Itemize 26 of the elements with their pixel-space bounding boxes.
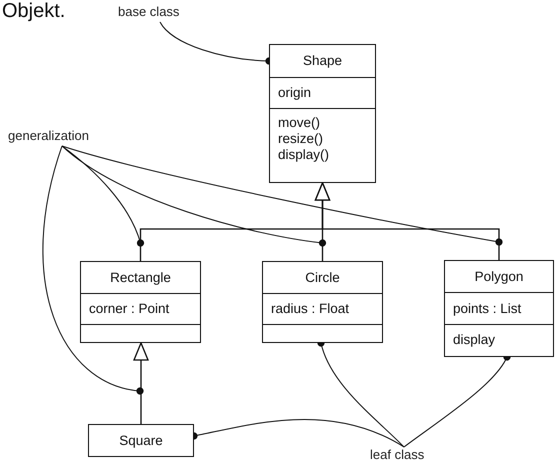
- operation-text: display: [453, 332, 496, 348]
- annotation-text: base class: [118, 4, 180, 20]
- class-box: [88, 424, 194, 457]
- leader-line: [62, 146, 144, 247]
- heading-fragment: Objekt.: [2, 0, 66, 23]
- class-name: Rectangle: [110, 270, 171, 286]
- class-name: Polygon: [474, 268, 524, 285]
- class-box: [80, 261, 201, 343]
- class-box: [444, 260, 554, 357]
- attribute-text: radius : Float: [271, 301, 350, 318]
- attribute-text: corner : Point: [89, 301, 170, 318]
- attribute-text: origin: [278, 84, 312, 101]
- class-name: Square: [119, 432, 163, 448]
- class-box: [269, 44, 376, 183]
- operation-text: move() resize() display(): [278, 115, 330, 164]
- generalization-arrow: [314, 182, 500, 260]
- annotation-text: generalization: [8, 128, 89, 144]
- leader-line: [42, 146, 144, 395]
- annotation-text: leaf class: [370, 447, 424, 463]
- class-box: [262, 261, 383, 343]
- attribute-text: points : List: [453, 300, 522, 316]
- leader-line: [62, 146, 503, 246]
- generalization-arrow: [133, 342, 149, 424]
- leader-line: [62, 146, 326, 247]
- class-name: Shape: [302, 52, 342, 69]
- class-name: Circle: [305, 270, 340, 286]
